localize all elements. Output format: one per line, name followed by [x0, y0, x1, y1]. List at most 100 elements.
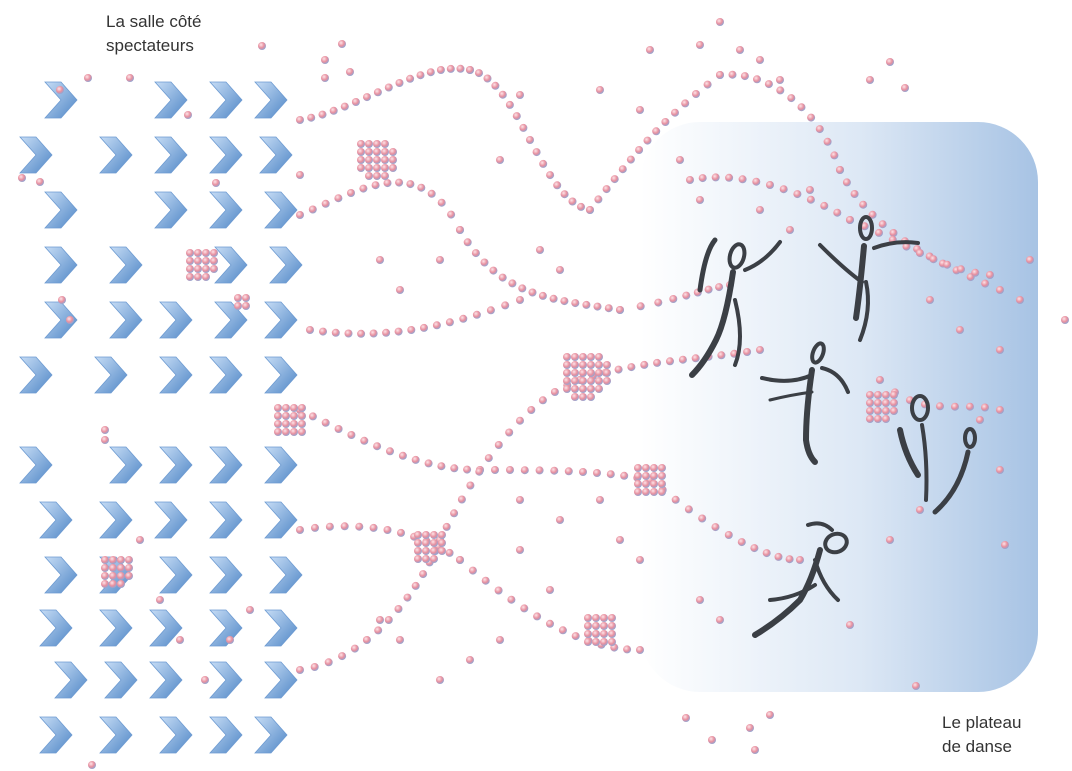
dot-icon [394, 327, 403, 336]
dot-icon [823, 137, 832, 146]
chevron-right-icon [209, 716, 243, 754]
dot-icon [604, 304, 613, 313]
dot-icon [384, 616, 393, 624]
dot-icon [447, 210, 456, 219]
dot-icon [571, 361, 579, 369]
chevron-right-icon [159, 556, 193, 594]
chevron-right-icon [104, 661, 138, 699]
dot-icon [996, 466, 1004, 474]
dot-icon [308, 412, 317, 421]
dot-icon [381, 172, 389, 180]
dot-icon [420, 323, 428, 332]
dot-icon [595, 361, 603, 369]
dot-icon [878, 220, 887, 229]
dot-icon [496, 636, 504, 644]
dot-icon [362, 636, 371, 644]
dot-icon [136, 536, 144, 544]
dot-icon [563, 377, 571, 385]
dot-icon [398, 451, 407, 460]
dot-icon [820, 201, 829, 210]
dot-icon [587, 369, 595, 377]
chevron-right-icon [44, 246, 78, 284]
dot-icon [437, 198, 446, 207]
dot-icon [579, 468, 587, 476]
chevron-right-icon [99, 136, 133, 174]
dot-icon [472, 310, 481, 319]
dot-icon [258, 42, 266, 50]
dot-icon [498, 273, 507, 282]
dot-icon [696, 196, 704, 204]
dot-icon [642, 464, 650, 472]
dot-icon [307, 113, 316, 122]
dot-icon [696, 596, 704, 604]
dot-icon [711, 523, 720, 532]
dot-icon [475, 69, 483, 78]
dot-icon [717, 351, 726, 360]
dot-icon [874, 391, 882, 399]
dot-icon [308, 205, 317, 214]
dot-icon [646, 46, 654, 54]
dot-icon [592, 638, 600, 646]
chevron-right-icon [209, 191, 243, 229]
chevron-right-icon [19, 356, 53, 394]
dot-icon [274, 428, 282, 436]
dot-icon [532, 148, 541, 157]
dot-icon [776, 86, 785, 95]
chevron-right-icon [209, 556, 243, 594]
dot-icon [506, 466, 514, 474]
dot-icon [318, 110, 327, 119]
dot-icon [866, 399, 874, 407]
dot-icon [592, 622, 600, 630]
chevron-right-icon [109, 446, 143, 484]
dot-icon [505, 100, 514, 109]
dot-icon [389, 164, 397, 172]
dot-icon [558, 626, 567, 635]
dot-icon [806, 186, 814, 194]
dot-icon [424, 459, 433, 468]
dot-icon [866, 407, 874, 415]
dot-icon [414, 555, 422, 563]
dot-icon [776, 76, 784, 84]
dot-icon [184, 111, 192, 119]
dot-icon [616, 306, 624, 314]
dot-icon [430, 539, 438, 547]
chevron-right-icon [209, 81, 243, 119]
dot-icon [347, 189, 355, 197]
dot-icon [929, 255, 938, 264]
chevron-right-icon [264, 446, 298, 484]
dot-icon [381, 164, 389, 172]
dot-icon [519, 123, 528, 132]
dot-icon [971, 268, 980, 277]
dot-icon [456, 556, 464, 564]
dot-icon [437, 462, 446, 471]
dot-icon [202, 249, 210, 257]
dot-icon [491, 466, 499, 474]
chevron-right-icon [99, 501, 133, 539]
dot-icon [642, 488, 650, 496]
dot-icon [363, 93, 371, 102]
dot-icon [736, 46, 744, 54]
dot-icon [902, 242, 911, 251]
dot-icon [698, 174, 707, 183]
dot-icon [373, 148, 381, 156]
dot-icon [571, 353, 579, 361]
dot-icon [340, 522, 349, 531]
dot-icon [716, 616, 724, 624]
chevron-right-icon [39, 716, 73, 754]
dot-icon [84, 74, 92, 82]
dot-icon [912, 682, 920, 690]
dot-icon [711, 173, 720, 182]
dot-icon [610, 175, 619, 184]
dot-icon [882, 415, 890, 423]
dot-icon [846, 621, 854, 629]
dot-icon [202, 257, 210, 265]
dot-icon [926, 296, 934, 304]
dot-icon [298, 404, 306, 412]
dot-icon [456, 64, 465, 73]
chevron-right-icon [264, 501, 298, 539]
dot-icon [682, 714, 690, 722]
dot-icon [466, 481, 475, 490]
dot-icon [796, 556, 804, 564]
dot-icon [616, 536, 624, 544]
dot-icon [520, 466, 529, 475]
